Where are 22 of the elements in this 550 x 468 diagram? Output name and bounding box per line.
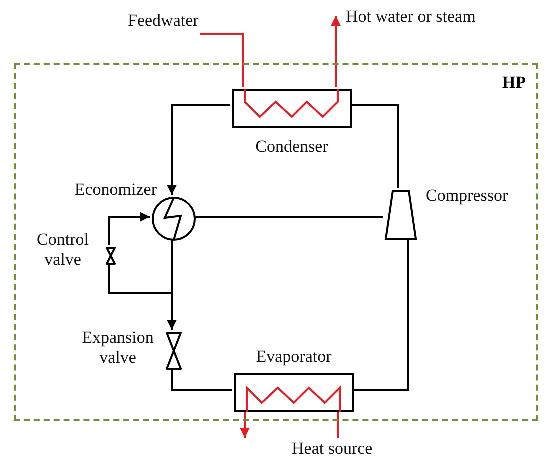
flow-arrow [331,16,341,87]
system-label: HP [502,73,526,93]
component-label: Compressor [426,186,510,206]
pipe-line [200,33,244,87]
flow-arrow [167,239,177,330]
stream-label: Feedwater [128,10,214,34]
pipe-line [352,238,409,391]
pipe-line [194,216,383,218]
flow-arrow [167,104,230,195]
component-label: Economizer [74,180,157,200]
pipe-line [171,368,232,391]
system-boundary [14,63,538,421]
component-label: Control valve [36,230,90,270]
flow-arrow [108,212,150,245]
stream-label: Heat source [292,438,392,462]
component-label: Evaporator [255,347,333,367]
pipe-line [350,104,399,188]
component-label: Expansion valve [81,328,155,368]
component-label: Condenser [254,137,330,157]
stream-label: Hot water or steam [338,6,488,30]
flow-arrow [240,410,250,438]
pipe-line [337,410,339,438]
